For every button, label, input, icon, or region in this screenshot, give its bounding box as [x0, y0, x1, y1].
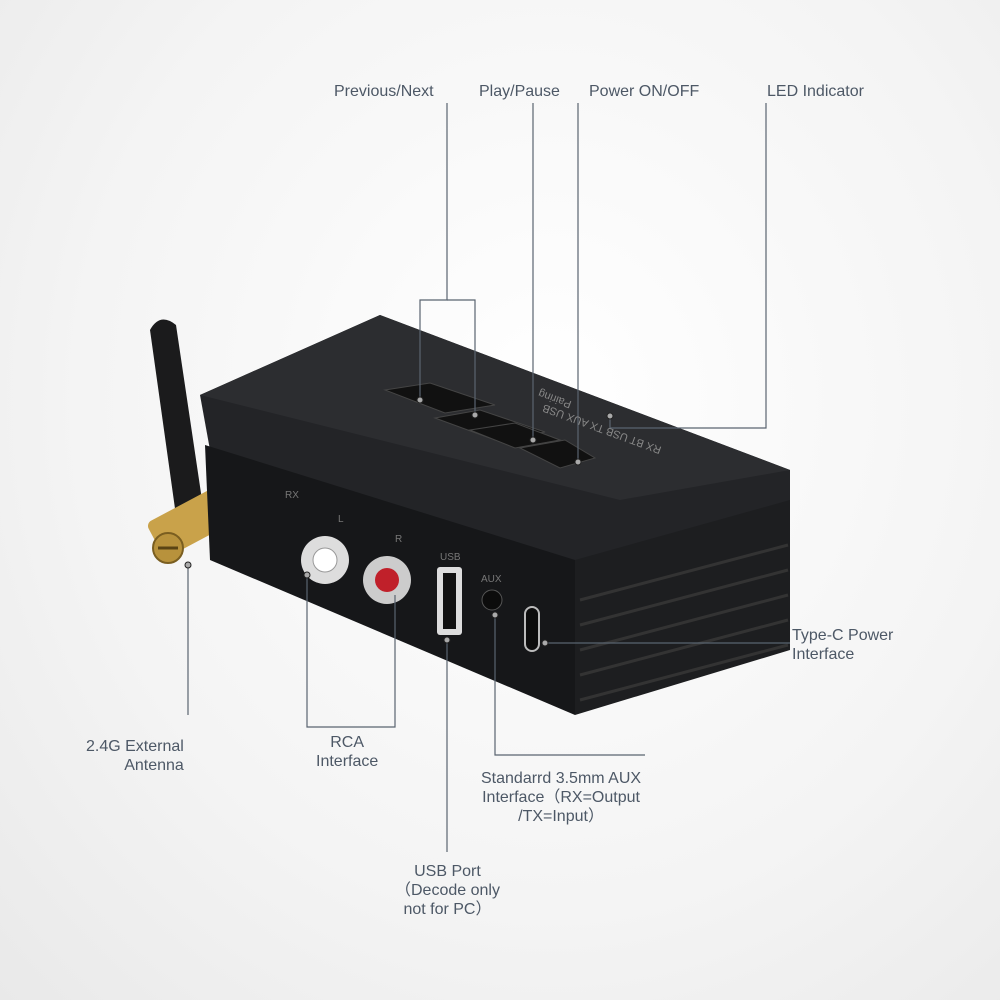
label-usb: USB Port （Decode only not for PC）	[395, 862, 500, 919]
label-line: Standarrd 3.5mm AUX	[481, 770, 642, 787]
label-line: Antenna	[124, 757, 184, 774]
device-aux-label: AUX	[481, 574, 502, 585]
label-line: Type-C Power	[792, 627, 894, 644]
label-line: Interface	[792, 646, 855, 663]
label-line: （Decode only	[395, 882, 500, 899]
rca-red-jack	[363, 556, 411, 604]
device-rx-label: RX	[285, 490, 299, 501]
label-line: 2.4G External	[86, 738, 184, 755]
label-line: RCA	[330, 734, 365, 751]
label-rca: RCA Interface	[316, 733, 378, 771]
label-play-pause: Play/Pause	[479, 83, 560, 100]
label-led: LED Indicator	[767, 83, 864, 100]
label-line: Interface	[316, 753, 379, 770]
label-aux: Standarrd 3.5mm AUX Interface（RX=Output/T…	[481, 769, 641, 826]
aux-jack	[481, 589, 503, 611]
callout-lines	[187, 103, 790, 852]
label-previous-next: Previous/Next	[334, 83, 434, 100]
device-r-label: R	[395, 534, 402, 545]
label-power: Power ON/OFF	[589, 83, 700, 100]
typec-port	[524, 606, 540, 652]
label-line: USB Port	[414, 863, 481, 880]
rca-white-jack	[301, 536, 349, 584]
device-l-label: L	[338, 514, 344, 525]
label-line: Interface（RX=Output	[482, 789, 640, 806]
usb-port	[437, 567, 462, 635]
label-line: not for PC）	[403, 901, 492, 918]
device-usb-label: USB	[440, 552, 461, 563]
label-line: /TX=Input）	[518, 808, 604, 825]
